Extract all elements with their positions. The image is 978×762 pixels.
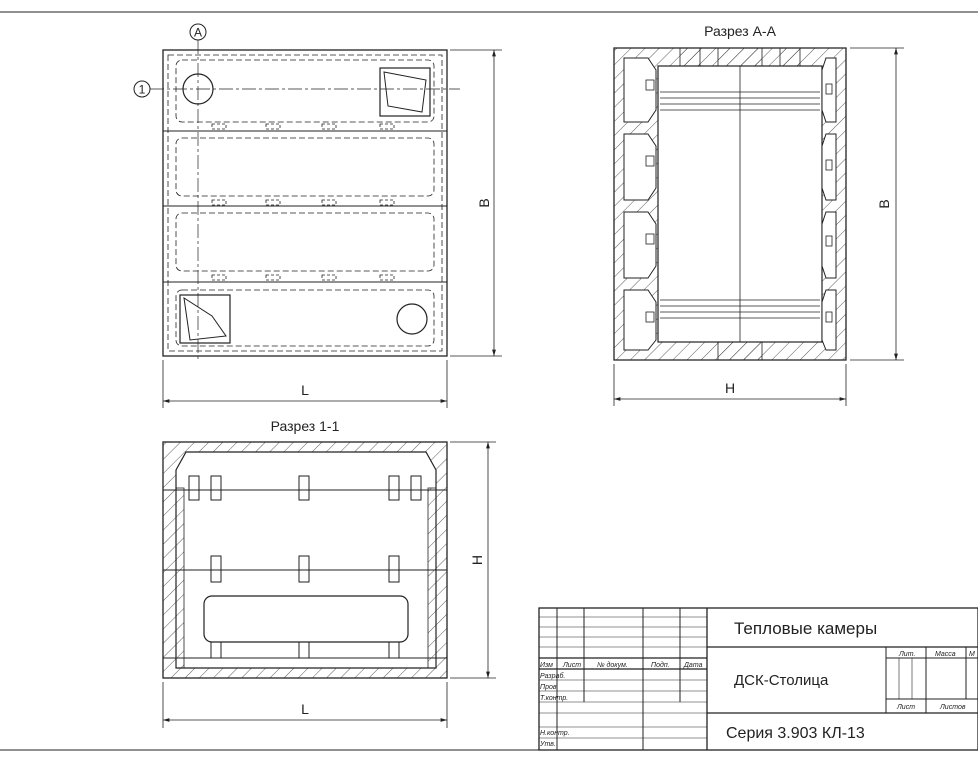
stage-label-m: М	[969, 651, 975, 658]
title-block-sheet-labels: Лист Листов	[896, 704, 966, 711]
col-header-doc: № докум.	[597, 661, 628, 669]
stage-label-lit: Лит.	[898, 651, 915, 658]
col-header-izm: Изм	[540, 662, 553, 669]
title-block-column-headers: Изм Лист № докум. Подп. Дата	[540, 661, 703, 669]
section-aa-title: Разрез А-А	[704, 23, 776, 39]
row-label-utv: Утв.	[539, 741, 556, 748]
title-block-row-labels: Разраб. Пров. Т.контр. Н.контр. Утв.	[539, 672, 570, 748]
col-header-sign: Подп.	[651, 661, 670, 669]
stage-label-mass: Масса	[935, 651, 956, 658]
section-aa-dim-depth-label: B	[876, 199, 892, 208]
sheet-label-list: Лист	[896, 704, 915, 711]
plan-dim-depth-label: B	[476, 198, 492, 207]
section-11-view	[162, 441, 496, 728]
plan-axis-number: 1	[139, 83, 146, 97]
plan-dim-width-label: L	[301, 382, 309, 398]
row-label-prov: Пров.	[540, 684, 559, 691]
title-block-title: Тепловые камеры	[734, 619, 877, 638]
row-label-razrab: Разраб.	[540, 672, 565, 680]
plan-axis-letter: A	[194, 26, 202, 40]
row-label-nkontr: Н.контр.	[540, 730, 570, 737]
row-label-tkontr: Т.контр.	[540, 695, 568, 702]
plan-view	[133, 23, 502, 408]
col-header-list: Лист	[562, 662, 581, 669]
title-block-series: Серия 3.903 КЛ-13	[726, 725, 865, 742]
sheet-label-listov: Листов	[939, 704, 966, 711]
section-aa-view	[613, 47, 904, 406]
section-11-dim-height-label: H	[469, 555, 485, 565]
section-11-dim-width-label: L	[301, 701, 309, 717]
section-aa-dim-width-label: H	[725, 380, 735, 396]
title-block-stage-labels: Лит. Масса М	[898, 651, 975, 658]
section-11-title: Разрез 1-1	[271, 418, 340, 434]
col-header-date: Дата	[683, 662, 703, 669]
title-block-organization: ДСК-Столица	[734, 672, 829, 689]
title-block	[538, 607, 978, 751]
